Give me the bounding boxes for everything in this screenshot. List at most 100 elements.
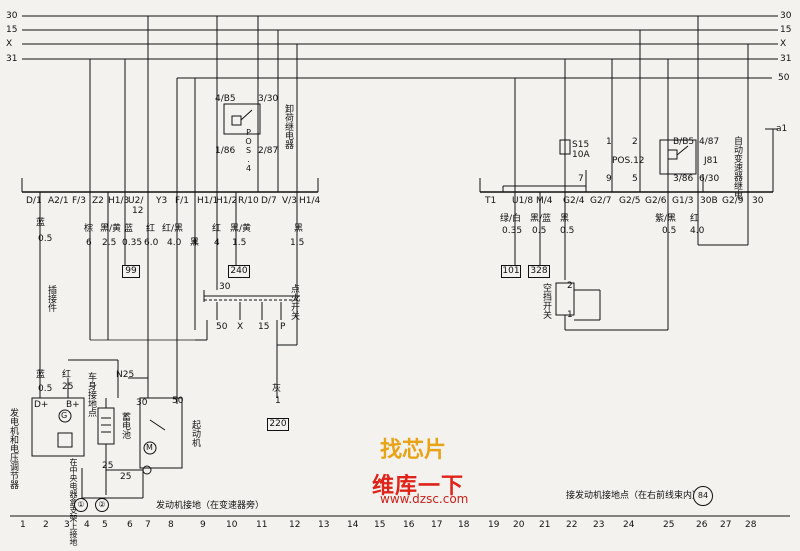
starter-m: M (146, 443, 153, 452)
wire-color-red: 红 (62, 370, 72, 380)
conn-d7: D/7 (261, 196, 277, 206)
relay-id: J81 (704, 156, 719, 166)
conn-t1: T1 (485, 196, 497, 206)
watermark-brand: 维库一下 (372, 474, 465, 499)
starter-n25: N25 (116, 370, 135, 380)
conn-30: 30 (752, 196, 764, 206)
bottom-number: 13 (318, 520, 330, 530)
bottom-number: 11 (256, 520, 268, 530)
conn-30b: 30B (700, 196, 718, 206)
battery-label: 蓄电池 (120, 412, 130, 439)
rail-15-label-right: 15 (780, 25, 792, 35)
wire-color-black: 黑 (294, 224, 304, 234)
conn-12: 12 (132, 206, 144, 216)
conn-h12: H1/2 (216, 196, 238, 206)
wire-color-black: 黑 (190, 238, 200, 248)
bottom-number: 28 (745, 520, 757, 530)
relay-pin: 6/30 (699, 174, 720, 184)
wire-color-red: 红 (212, 224, 222, 234)
conn-g29: G2/9 (722, 196, 744, 206)
rail-x-label-right: X (780, 39, 787, 49)
wire-color-black-blue: 黑/蓝 (530, 214, 552, 224)
wire-size: 25 (62, 382, 74, 392)
wire-size: 2.5 (102, 238, 117, 248)
bottom-number: 5 (102, 520, 108, 530)
wire-size: 0.35 (502, 226, 523, 236)
ref-box-99: 99 (122, 265, 140, 278)
ign-terminal: 15 (258, 322, 270, 332)
pin-5: 5 (632, 174, 638, 184)
engine-ground-label: 发动机接地（在变速器旁） (156, 501, 265, 511)
conn-r10: R/10 (238, 196, 259, 206)
conn-g26: G2/6 (645, 196, 667, 206)
bottom-number: 4 (84, 520, 90, 530)
unload-relay-label: 卸荷继电器 (283, 104, 293, 149)
relay-pos: POS.12 (612, 156, 645, 166)
ign-terminal: 30 (219, 282, 231, 292)
wire-color-blue: 蓝 (36, 218, 46, 228)
bottom-number: 9 (200, 520, 206, 530)
conn-u2: U2/ (128, 196, 144, 206)
bottom-number: 21 (539, 520, 551, 530)
bottom-number: 10 (226, 520, 238, 530)
conn-u18: U1/8 (512, 196, 534, 206)
rail-31-label-left: 31 (6, 54, 18, 64)
bottom-number: 2 (43, 520, 49, 530)
wire-size: 4.0 (167, 238, 182, 248)
bottom-number: 22 (566, 520, 578, 530)
wire-color-blue: 蓝 (36, 370, 46, 380)
alt-dplus: D+ (34, 400, 49, 410)
ign-terminal: P (280, 322, 286, 332)
alt-bplus: B+ (66, 400, 80, 410)
wire-size: 0.5 (38, 234, 53, 244)
ref-box-328: 328 (528, 265, 550, 278)
fuse-rating: 10A (572, 150, 590, 160)
wire-color-red: 红 (146, 224, 156, 234)
wire-size: 6.0 (144, 238, 159, 248)
rail-30-label-right: 30 (780, 11, 792, 21)
relay-pos: POS.4 (244, 128, 253, 173)
wire-size: 0.5 (662, 226, 677, 236)
relay-pin: 4/B5 (215, 94, 236, 104)
starter-label: 起动机 (190, 420, 200, 447)
wire-color-purple-black: 紫/黑 (655, 214, 677, 224)
wire-size: 1.5 (290, 238, 305, 248)
bottom-number: 6 (127, 520, 133, 530)
wire-color-brown: 棕 (84, 224, 94, 234)
neutral-pin: 1 (567, 310, 573, 320)
wire-size: 4 (192, 238, 198, 248)
conn-f3: F/3 (72, 196, 86, 206)
ign-terminal: X (237, 322, 244, 332)
ignition-switch-label: 点火开关 (289, 284, 299, 320)
wire-color-black-yellow: 黑/黄 (100, 224, 122, 234)
pin-1: 1 (606, 137, 612, 147)
neutral-switch-label: 空挡开关 (541, 283, 551, 319)
bottom-number: 7 (145, 520, 151, 530)
wire-color-red: 红 (690, 214, 700, 224)
bottom-number: 14 (347, 520, 359, 530)
conn-g13: G1/3 (672, 196, 694, 206)
pin-2: 2 (632, 137, 638, 147)
fuse-id: S15 (572, 140, 590, 150)
wire-size: 0.5 (532, 226, 547, 236)
wire-size: 1 (275, 396, 281, 406)
ref-box-101: 101 (501, 265, 521, 278)
rail-15-label-left: 15 (6, 25, 18, 35)
conn-v3: V/3 (282, 196, 297, 206)
conn-a21: A2/1 (48, 196, 69, 206)
battery-terminal: 25 (102, 461, 114, 471)
plug-connector-label: 插接件 (46, 285, 56, 312)
pin-7: 7 (578, 174, 584, 184)
relay-pin: 2/87 (258, 146, 279, 156)
rail-a1-label: a1 (776, 124, 788, 134)
relay-pin: B/B5 (673, 137, 695, 147)
chassis-ground-label: 车身接地点 (86, 372, 96, 417)
ground-marker-1: ① (74, 498, 88, 512)
ref-box-240: 240 (228, 265, 250, 278)
bottom-number: 24 (623, 520, 635, 530)
bottom-number: 3 (64, 520, 70, 530)
bottom-number: 16 (403, 520, 415, 530)
ign-terminal: 50 (216, 322, 228, 332)
ground-marker-2: ② (95, 498, 109, 512)
